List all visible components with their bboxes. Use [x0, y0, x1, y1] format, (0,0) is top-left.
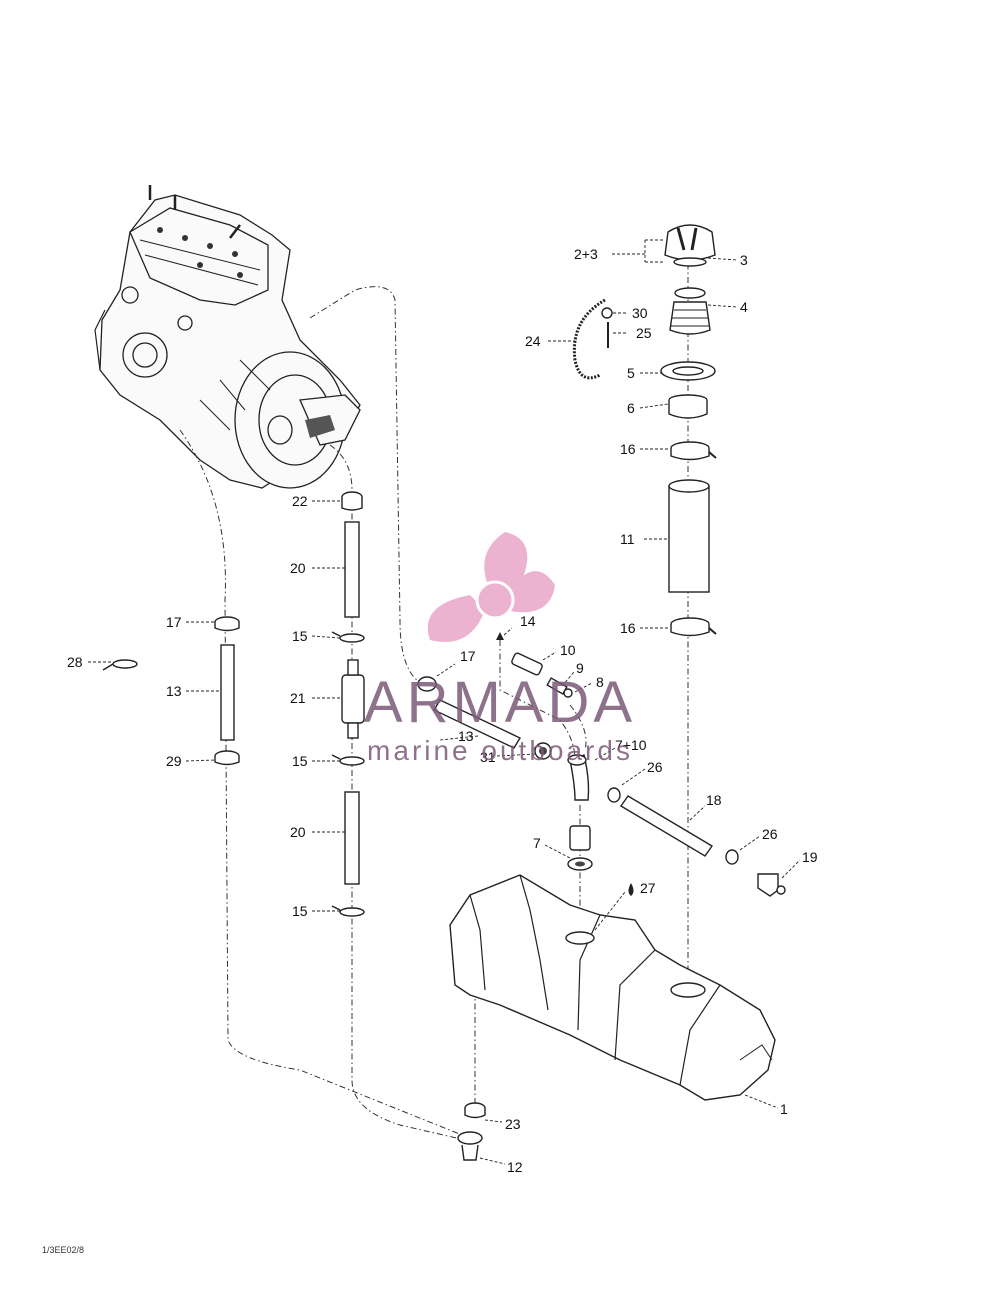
armada-watermark: ARMADA marine outboards [364, 532, 636, 766]
callout-7: 7 [533, 835, 541, 851]
callout-5: 5 [627, 365, 635, 381]
fuel-tank [449, 874, 776, 1101]
callout-14: 14 [520, 613, 536, 629]
callout-15-b: 15 [292, 753, 308, 769]
callout-26-upper: 26 [647, 759, 663, 775]
vent-hose [433, 699, 521, 749]
callout-13-left: 13 [166, 683, 182, 699]
fitting-31 [534, 742, 552, 760]
callout-26-lower: 26 [762, 826, 778, 842]
callout-9: 9 [576, 660, 584, 676]
callout-27: 27 [640, 880, 656, 896]
fuel-hose-lower [344, 791, 360, 885]
clip-28 [102, 659, 138, 671]
callout-10: 10 [560, 642, 576, 658]
callout-18: 18 [706, 792, 722, 808]
valve-9-8 [546, 677, 573, 698]
fitting-19 [757, 873, 786, 897]
callout-20-upper: 20 [290, 560, 306, 576]
clamp-26-lower [725, 849, 739, 865]
clamp-17-center [417, 676, 437, 692]
callout-11: 11 [620, 531, 635, 547]
fitting-12 [457, 1131, 483, 1161]
callout-13-center: 13 [458, 728, 474, 744]
overflow-hose [619, 795, 714, 857]
elbow-fitting [567, 754, 590, 801]
clamp-26-upper [607, 787, 621, 803]
clamp-17-left [214, 616, 240, 632]
clamp-29 [214, 750, 240, 766]
brand-tagline: marine outboards [367, 735, 633, 766]
fuel-cap [664, 224, 716, 267]
callout-6: 6 [627, 400, 635, 416]
callout-30: 30 [632, 305, 648, 321]
clamp-15-c [331, 905, 365, 917]
clamp-upper [670, 441, 717, 461]
filler-neck [669, 287, 711, 335]
callout-23: 23 [505, 1116, 521, 1132]
propeller-logo-icon [427, 532, 555, 642]
callout-labels: 2+3 3 4 30 25 24 5 6 16 11 16 22 20 15 2… [67, 246, 818, 1175]
callout-19: 19 [802, 849, 818, 865]
return-hose [220, 644, 235, 741]
callout-21: 21 [290, 690, 306, 706]
callout-3: 3 [740, 252, 748, 268]
callout-22: 22 [292, 493, 308, 509]
callout-25: 25 [636, 325, 652, 341]
fuel-hose-upper [344, 521, 360, 618]
clamp-15-b [331, 754, 365, 766]
brand-name: ARMADA [364, 670, 636, 735]
hose-fitting-top [341, 491, 363, 511]
fitting-7 [567, 825, 593, 871]
cap-tether [572, 298, 613, 380]
callout-15-c: 15 [292, 903, 308, 919]
nut-23 [464, 1102, 486, 1119]
callout-20-lower: 20 [290, 824, 306, 840]
callout-12: 12 [507, 1159, 523, 1175]
sealant-27-icon [628, 883, 634, 896]
callout-17-center: 17 [460, 648, 476, 664]
drawing-code: 1/3EE02/8 [42, 1245, 84, 1255]
callout-24: 24 [525, 333, 541, 349]
callout-17-left: 17 [166, 614, 182, 630]
callout-15-a: 15 [292, 628, 308, 644]
callout-2-3: 2+3 [574, 246, 598, 262]
leader-lines [88, 239, 801, 1165]
part-14 [496, 632, 504, 640]
valve-10 [511, 652, 543, 676]
callout-4: 4 [740, 299, 748, 315]
neck-nut [668, 394, 708, 419]
callout-8: 8 [596, 674, 604, 690]
callout-7-10: 7+10 [615, 737, 647, 753]
callout-28: 28 [67, 654, 83, 670]
callout-16-lower: 16 [620, 620, 636, 636]
fuel-filter [341, 659, 365, 739]
filler-hose [668, 479, 710, 593]
callout-29: 29 [166, 753, 182, 769]
clamp-15-a [331, 631, 365, 643]
callout-31: 31 [480, 749, 496, 765]
callout-1: 1 [780, 1101, 788, 1117]
clamp-lower [670, 617, 717, 637]
engine-assembly [94, 185, 361, 489]
callout-16-upper: 16 [620, 441, 636, 457]
